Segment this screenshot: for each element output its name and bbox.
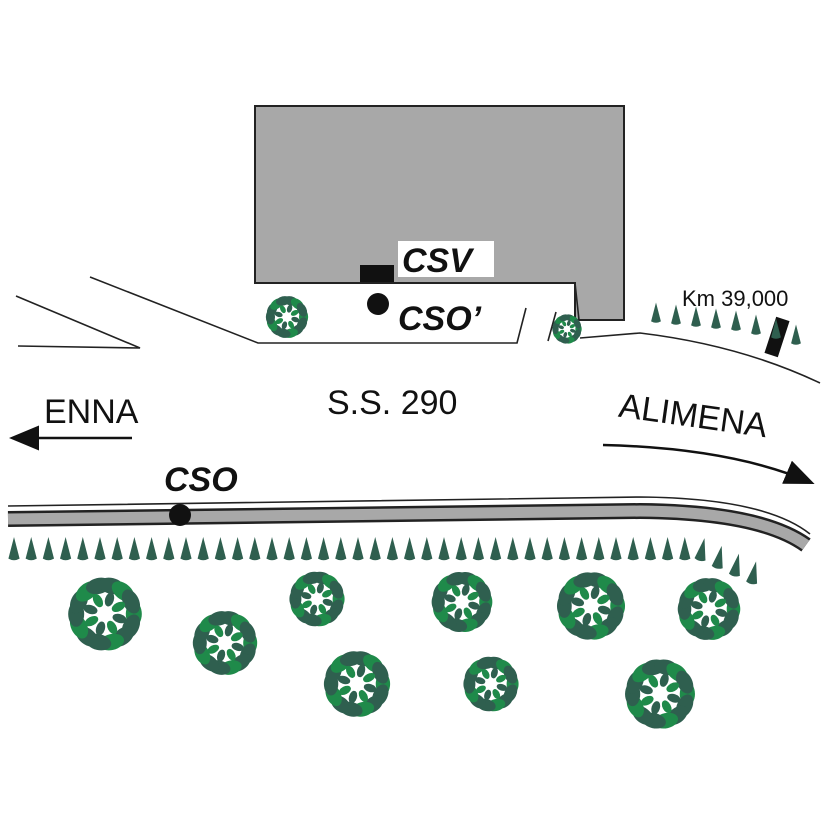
tree-icon [289, 571, 345, 627]
hedge-cone-icon [283, 537, 295, 561]
hedge-cone-icon [249, 537, 261, 561]
hedge-cone-icon [352, 537, 364, 561]
tree-icon [68, 577, 142, 651]
hedge-cone-icon [644, 537, 656, 561]
hedge-cone-icon [266, 537, 278, 561]
hedge-cone-icon [627, 537, 639, 561]
hedge-cone-icon [421, 537, 433, 561]
hedge-cone-icon [711, 308, 721, 329]
hedge-cone-icon [751, 314, 761, 335]
hedge-cone-icon [507, 537, 519, 561]
csv-label-background [398, 241, 494, 277]
hedge-cone-icon [438, 537, 450, 561]
hedge-cone-icon [111, 537, 123, 561]
hedge-cone-icon [386, 537, 398, 561]
tree-icon [625, 659, 695, 729]
road-edge [7, 496, 811, 552]
hedge-cone-icon [593, 537, 605, 561]
hedge-cone-icon [728, 552, 745, 578]
csv-label: CSV [402, 242, 475, 280]
hedge-cone-icon [679, 537, 691, 561]
hedge-cone-icon [694, 536, 710, 563]
hedge-cone-icon [455, 537, 467, 561]
hedge-cone-icon [610, 537, 622, 561]
milestone-label: Km 39,000 [682, 286, 788, 311]
hedge-cone-icon [300, 537, 312, 561]
tree-icon [677, 578, 741, 640]
hedge-cone-icon [524, 537, 536, 561]
hedge-cone-icon [77, 537, 89, 561]
hedge-cone-icon [662, 537, 674, 561]
access-lane [15, 276, 821, 384]
tree-icon [431, 571, 493, 633]
hedge-cone-icon [731, 310, 741, 331]
hedge-cone-icon [232, 537, 244, 561]
hedge-cone-icon [214, 537, 226, 561]
hedge-cone-icon [146, 537, 158, 561]
tree-icon [265, 296, 309, 338]
hedge-cone-icon [745, 560, 762, 586]
hedge-cone-icon [128, 537, 140, 561]
hedge-cone-icon [404, 537, 416, 561]
hedge-cone-icon [25, 537, 37, 561]
road-name-label: S.S. 290 [327, 384, 457, 422]
tree-icon [552, 314, 582, 344]
hedge-cone-icon [711, 544, 728, 570]
tree-icon [323, 651, 391, 717]
tree-icon [463, 656, 519, 712]
hedge-cone-icon [369, 537, 381, 561]
tree-icon [192, 611, 258, 675]
hedge-cone-icon [42, 537, 54, 561]
trees [68, 296, 741, 729]
tree-icon [556, 572, 626, 640]
direction-enna-label: ENNA [44, 393, 139, 431]
hedge-cone-icon [197, 537, 209, 561]
cso-prime-label: CSO’ [398, 300, 482, 338]
hedge-cone-icon [180, 537, 192, 561]
hedge-cone-icon [472, 537, 484, 561]
hedge-cone-icon [335, 537, 347, 561]
hedge-cone-icon [163, 537, 175, 561]
hedge-cone-icon [8, 537, 20, 561]
hedge-row-bottom [8, 536, 762, 586]
hedge-cone-icon [60, 537, 72, 561]
hedge-cone-icon [576, 537, 588, 561]
hedge-cone-icon [490, 537, 502, 561]
csv-sensor-icon [360, 265, 394, 282]
hedge-cone-icon [791, 324, 801, 345]
hedge-cone-icon [318, 537, 330, 561]
hedge-cone-icon [671, 304, 681, 325]
hedge-cone-icon [94, 537, 106, 561]
building [254, 105, 625, 321]
cso-prime-marker-icon [367, 293, 389, 315]
arrow-east-icon [602, 443, 815, 484]
hedge-cone-icon [651, 302, 661, 323]
direction-alimena-label: ALIMENA [617, 387, 770, 445]
hedge-cone-icon [541, 537, 553, 561]
hedge-cone-icon [558, 537, 570, 561]
cso-marker-icon [169, 504, 191, 526]
cso-label: CSO [164, 461, 238, 499]
